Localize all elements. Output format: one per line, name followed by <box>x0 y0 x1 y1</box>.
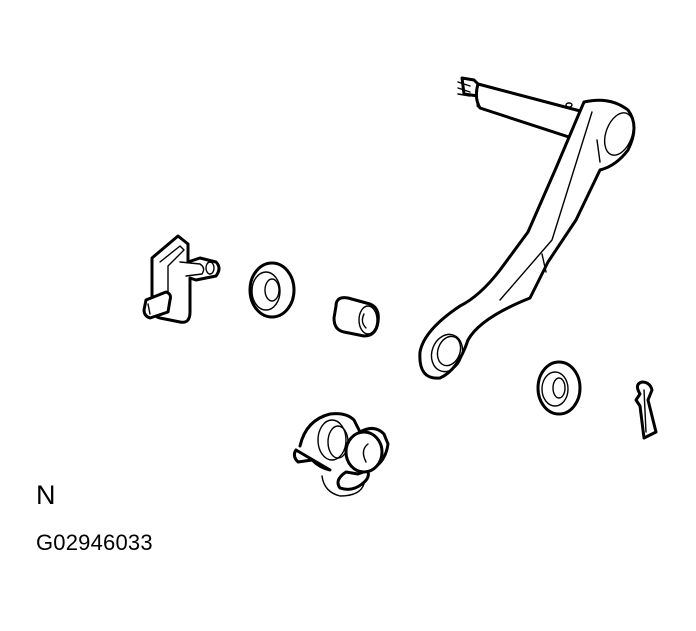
washer-part-1 <box>248 261 296 319</box>
view-letter-label: N <box>36 480 56 510</box>
pedal-arm-part <box>418 76 636 380</box>
figure-code-label: G02946033 <box>36 530 153 555</box>
washer-part-2 <box>536 360 582 416</box>
bushing-part <box>332 296 380 338</box>
bracket-part <box>142 234 221 324</box>
hair-pin-clip-part <box>634 380 658 440</box>
spring-assembly-part <box>292 412 390 497</box>
